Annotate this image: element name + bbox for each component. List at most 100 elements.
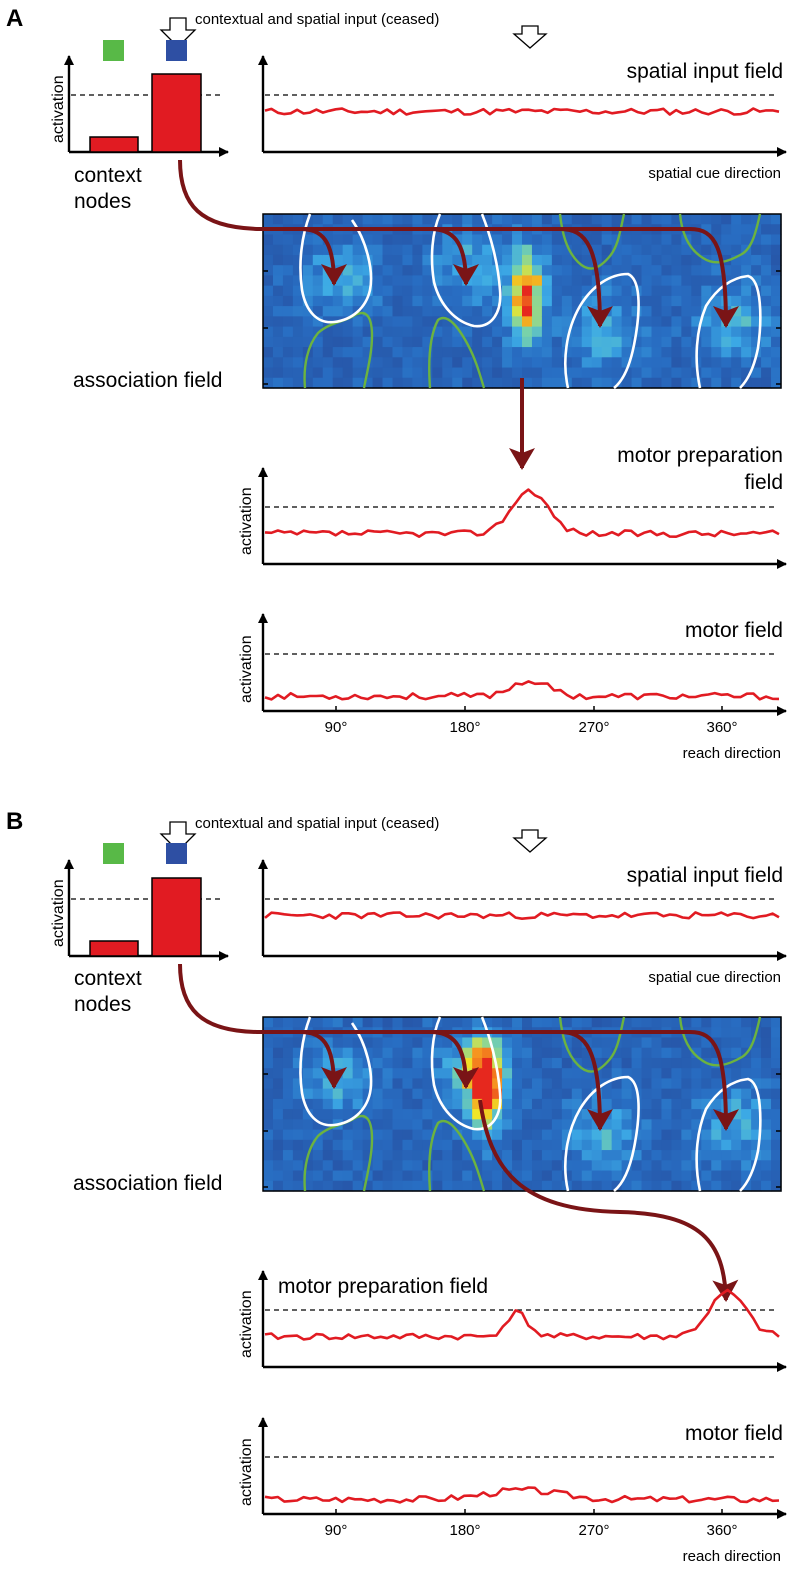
- heatmap-cell: [621, 275, 633, 287]
- heatmap-cell: [392, 1160, 404, 1172]
- heatmap-cell: [621, 1139, 633, 1151]
- heatmap-cell: [412, 1037, 423, 1049]
- heatmap-cell: [701, 1068, 712, 1080]
- heatmap-cell: [502, 1047, 513, 1059]
- heatmap-cell: [551, 275, 563, 287]
- heatmap-cell: [442, 1180, 453, 1192]
- heatmap-cell: [721, 265, 732, 277]
- heatmap-cell: [641, 275, 653, 287]
- heatmap-cell: [372, 1119, 384, 1131]
- heatmap-cell: [432, 306, 443, 317]
- heatmap-cell: [292, 316, 304, 328]
- heatmap-cell: [671, 1139, 682, 1151]
- heatmap-cell: [761, 1098, 772, 1110]
- heatmap-cell: [541, 285, 553, 297]
- heatmap-cell: [282, 357, 294, 369]
- heatmap-cell: [312, 1078, 324, 1090]
- panel-b-spatial-input-field: spatial input field spatial cue directio…: [258, 859, 787, 986]
- heatmap-cell: [541, 367, 553, 379]
- heatmap-cell: [492, 1160, 503, 1172]
- heatmap-cell: [671, 1037, 682, 1049]
- heatmap-cell: [472, 1047, 483, 1059]
- heatmap-cell: [302, 306, 314, 317]
- heatmap-cell: [522, 1047, 533, 1059]
- heatmap-cell: [771, 295, 782, 307]
- heatmap-cell: [531, 1170, 543, 1182]
- heatmap-cell: [541, 1098, 553, 1110]
- heatmap-cell: [372, 1037, 384, 1049]
- heatmap-cell: [631, 357, 643, 369]
- heatmap-cell: [681, 1057, 692, 1069]
- heatmap-cell: [531, 1129, 543, 1141]
- heatmap-cell: [621, 357, 633, 369]
- heatmap-cell: [432, 234, 443, 246]
- heatmap-cell: [512, 306, 523, 317]
- heatmap-cell: [601, 1109, 613, 1120]
- heatmap-cell: [362, 1129, 374, 1141]
- heatmap-cell: [372, 326, 384, 338]
- heatmap-cell: [402, 1139, 414, 1151]
- heatmap-cell: [342, 1119, 354, 1131]
- heatmap-cell: [611, 244, 623, 256]
- heatmap-cell: [541, 1088, 553, 1100]
- heatmap-cell: [292, 357, 304, 369]
- heatmap-cell: [382, 306, 394, 317]
- heatmap-cell: [641, 347, 653, 358]
- heatmap-cell: [711, 224, 722, 236]
- heatmap-cell: [771, 285, 782, 297]
- heatmap-cell: [422, 347, 433, 358]
- heatmap-cell: [661, 347, 673, 358]
- heatmap-cell: [352, 1017, 364, 1028]
- heatmap-cell: [681, 244, 692, 256]
- heatmap-cell: [392, 214, 404, 225]
- heatmap-cell: [452, 367, 463, 379]
- heatmap-cell: [701, 1017, 712, 1028]
- heatmap-cell: [372, 1057, 384, 1069]
- heatmap-cell: [661, 1098, 673, 1110]
- heatmap-cell: [551, 1180, 563, 1192]
- heatmap-cell: [751, 244, 762, 256]
- heatmap-cell: [731, 316, 742, 328]
- heatmap-cell: [402, 285, 414, 297]
- heatmap-cell: [292, 244, 304, 256]
- heatmap-cell: [771, 1119, 782, 1131]
- heatmap-cell: [472, 1170, 483, 1182]
- heatmap-cell: [681, 275, 692, 287]
- heatmap-cell: [611, 1160, 623, 1172]
- heatmap-cell: [551, 285, 563, 297]
- heatmap-cell: [541, 244, 553, 256]
- heatmap-cell: [661, 1109, 673, 1120]
- heatmap-cell: [382, 285, 394, 297]
- heatmap-cell: [581, 1170, 593, 1182]
- heatmap-cell: [581, 285, 593, 297]
- heatmap-cell: [522, 1098, 533, 1110]
- heatmap-cell: [551, 367, 563, 379]
- heatmap-cell: [402, 367, 414, 379]
- heatmap-cell: [671, 1180, 682, 1192]
- heatmap-cell: [442, 1109, 453, 1120]
- heatmap-cell: [332, 1150, 344, 1161]
- heatmap-cell: [751, 1078, 762, 1090]
- heatmap-cell: [631, 1057, 643, 1069]
- heatmap-cell: [661, 367, 673, 379]
- heatmap-cell: [522, 1109, 533, 1120]
- heatmap-cell: [292, 1088, 304, 1100]
- heatmap-cell: [272, 1129, 284, 1141]
- heatmap-cell: [312, 1160, 324, 1172]
- heatmap-cell: [641, 1180, 653, 1192]
- heatmap-cell: [761, 254, 772, 266]
- heatmap-cell: [651, 1160, 663, 1172]
- heatmap-cell: [522, 326, 533, 338]
- heatmap-cell: [711, 1150, 722, 1161]
- heatmap-cell: [392, 254, 404, 266]
- x-tick-marks: [335, 1509, 723, 1514]
- heatmap-cell: [352, 1180, 364, 1192]
- heatmap-cell: [641, 1088, 653, 1100]
- heatmap-cell: [302, 1068, 314, 1080]
- heatmap-cell: [482, 1098, 493, 1110]
- heatmap-cell: [462, 377, 473, 389]
- heatmap-cell: [751, 1037, 762, 1049]
- heatmap-cell: [611, 1078, 623, 1090]
- heatmap-cell: [302, 1119, 314, 1131]
- heatmap-cell: [312, 1017, 324, 1028]
